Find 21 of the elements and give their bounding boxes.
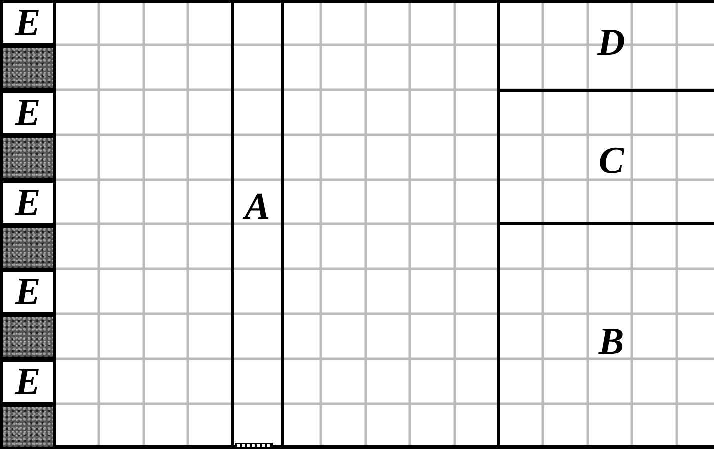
region-letter: D	[598, 24, 626, 62]
textured-tile	[0, 134, 56, 181]
letter-box	[0, 269, 56, 316]
region-letter: A	[244, 188, 270, 226]
letter-box	[0, 359, 56, 406]
region-letter: E	[15, 273, 41, 312]
textured-tile	[0, 224, 56, 270]
textured-tile	[0, 44, 56, 91]
room-region	[497, 89, 714, 225]
region-letter: C	[598, 142, 624, 180]
region-letter: E	[15, 184, 41, 222]
letter-box	[0, 0, 56, 46]
region-letter: E	[15, 363, 41, 402]
region-letter: E	[15, 4, 41, 42]
textured-tile	[0, 314, 56, 360]
region-letter: E	[15, 94, 41, 132]
room-region	[497, 0, 714, 92]
letter-box	[0, 90, 56, 136]
region-letter: B	[598, 323, 624, 361]
letter-box	[0, 180, 56, 226]
textured-tile	[0, 404, 56, 449]
